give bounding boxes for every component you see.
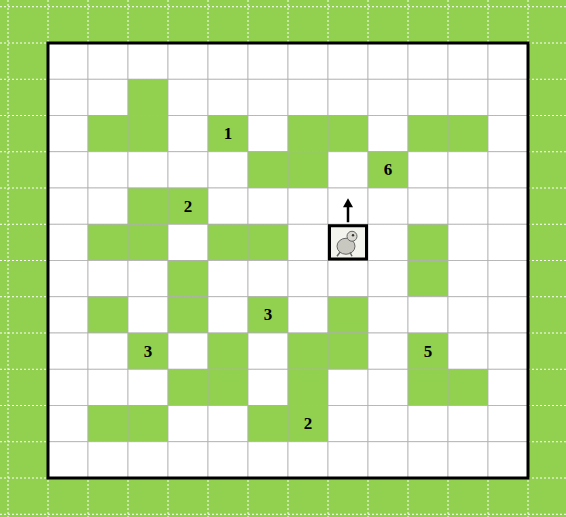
callout-number: 2 [184, 198, 193, 215]
callout-number: 3 [144, 343, 153, 360]
robot-icon [330, 226, 367, 259]
callout-number: 5 [424, 343, 433, 360]
callout-number: 2 [304, 415, 313, 432]
direction-arrow [343, 198, 353, 222]
board-border [48, 43, 528, 478]
callout-number: 1 [224, 125, 233, 142]
callout-number: 3 [264, 306, 273, 323]
callout-number: 6 [384, 161, 393, 178]
grid-cells [48, 43, 528, 478]
